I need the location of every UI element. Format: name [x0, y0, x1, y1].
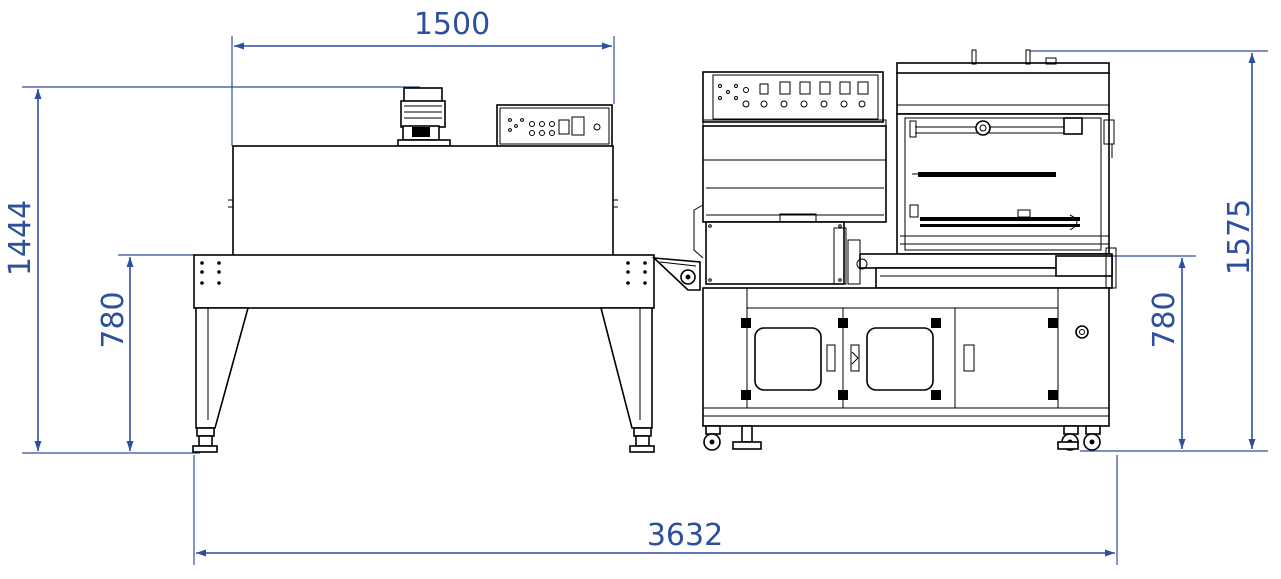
dimension-lines	[22, 36, 1268, 565]
cabinet-window-left	[754, 327, 822, 391]
tunnel-left-foot	[192, 427, 218, 453]
dim-label-right-table-height: 780	[1147, 291, 1182, 348]
tunnel-control-panel	[496, 104, 613, 148]
sealer-casters	[703, 425, 1101, 451]
connecting-conveyor	[651, 257, 701, 291]
fan-motor	[397, 87, 451, 147]
tunnel-right-foot	[629, 427, 655, 453]
cabinet-window-center	[866, 327, 934, 391]
dim-label-right-total-height: 1575	[1222, 199, 1257, 275]
shrink-tunnel	[192, 87, 701, 453]
dim-label-left-total-height: 1444	[3, 200, 38, 276]
sealer-base-cabinet	[702, 287, 1110, 427]
l-sealer	[693, 49, 1117, 451]
dim-label-left-table-height: 780	[96, 291, 131, 348]
tunnel-table-frame	[193, 254, 655, 309]
sealer-jaw-housing	[896, 49, 1115, 255]
sealer-control-panel	[702, 71, 887, 127]
dim-label-top-width: 1500	[414, 7, 490, 42]
tunnel-chamber	[232, 145, 614, 257]
dim-label-total-width: 3632	[647, 518, 723, 553]
